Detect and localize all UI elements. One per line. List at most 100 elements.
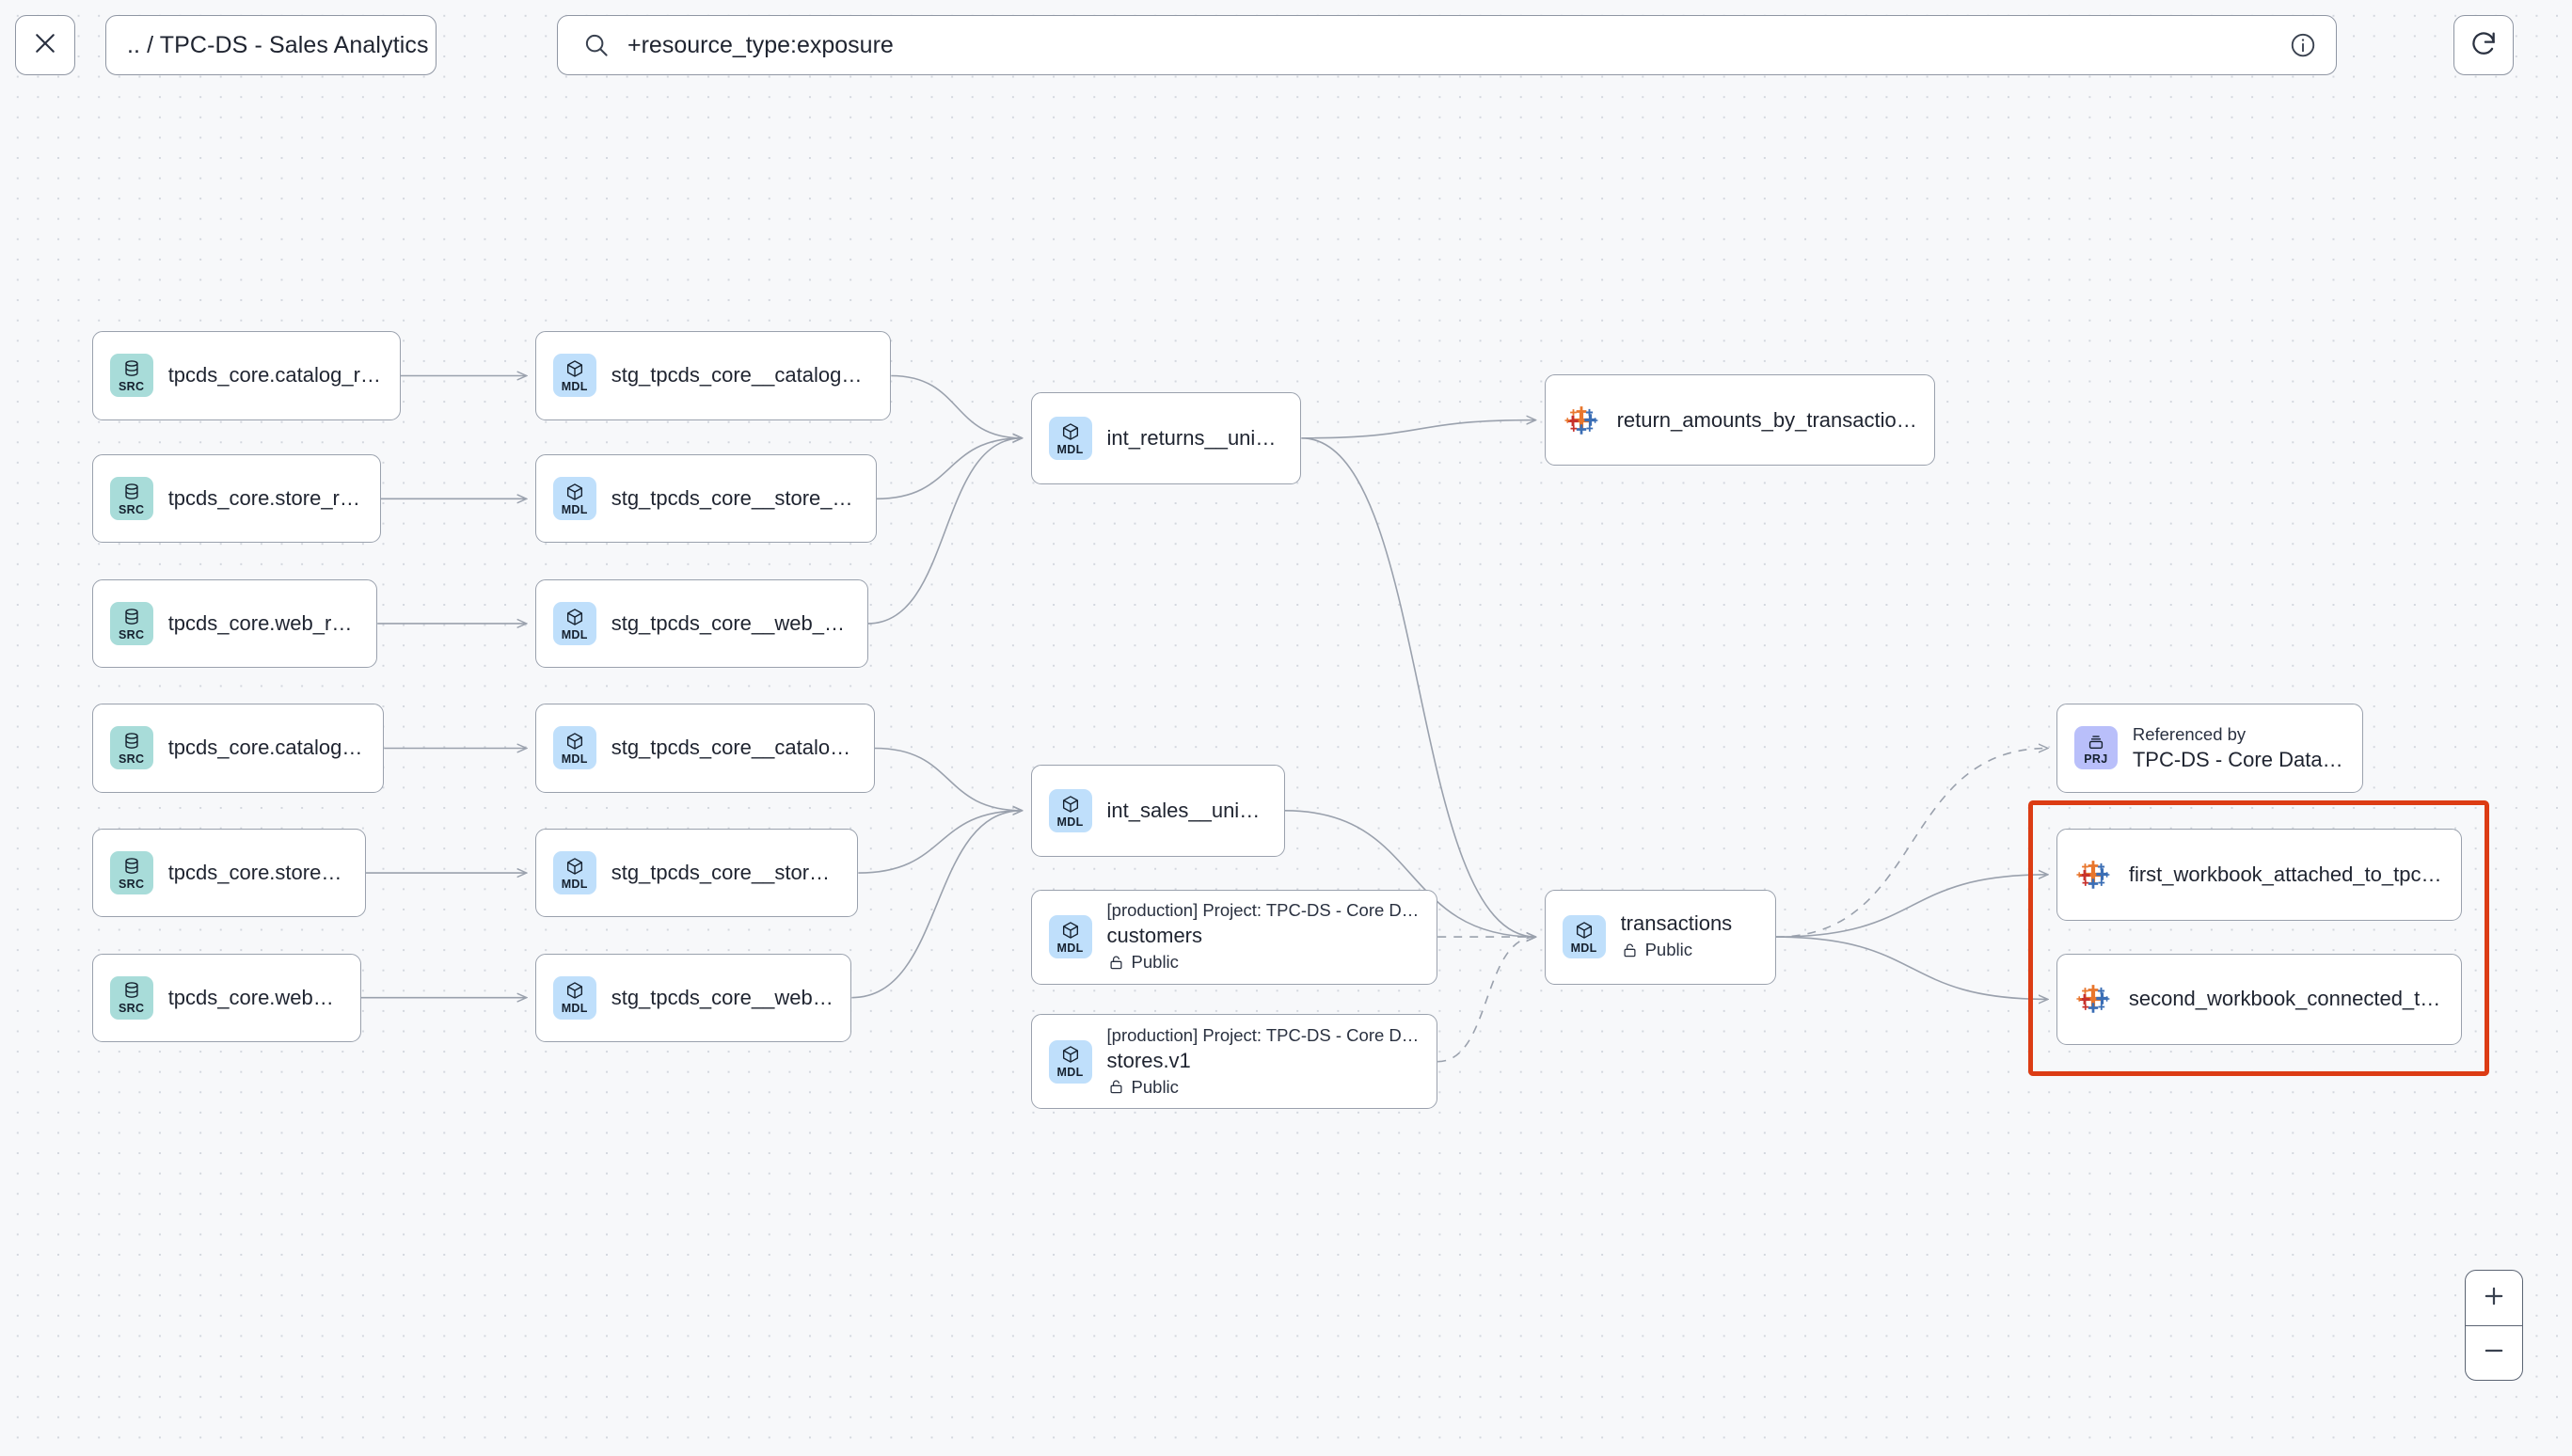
refresh-icon bbox=[2469, 28, 2499, 63]
graph-node-second-workbook[interactable]: second_workbook_connected_to_live… bbox=[2056, 953, 2462, 1046]
node-type-badge-mdl: MDL bbox=[552, 851, 596, 895]
node-visibility-label: Public bbox=[1131, 952, 1179, 973]
node-title: stores.v1 bbox=[1106, 1048, 1191, 1072]
node-type-badge-src: SRC bbox=[109, 851, 153, 895]
close-button[interactable] bbox=[15, 15, 75, 75]
node-type-badge-label: PRJ bbox=[2084, 752, 2108, 767]
unlocked-icon bbox=[1107, 1078, 1125, 1096]
graph-edge bbox=[851, 811, 1022, 999]
tableau-icon bbox=[2074, 856, 2112, 894]
node-body: int_sales__unioned bbox=[1107, 799, 1267, 823]
node-title: tpcds_core.catalog_sales bbox=[167, 736, 367, 760]
cube-icon bbox=[1060, 421, 1081, 442]
graph-node-src-store-returns[interactable]: SRC tpcds_core.store_returns bbox=[91, 454, 381, 544]
node-type-badge-mdl: MDL bbox=[552, 477, 596, 521]
node-type-badge-mdl: MDL bbox=[552, 354, 596, 398]
database-icon bbox=[121, 856, 142, 877]
node-title: transactions bbox=[1620, 911, 1733, 936]
graph-edge bbox=[858, 811, 1022, 874]
node-type-badge-mdl: MDL bbox=[552, 601, 596, 645]
node-type-badge-label: MDL bbox=[561, 503, 588, 517]
node-type-badge-label: MDL bbox=[1056, 1066, 1084, 1080]
node-visibility: Public bbox=[1107, 950, 1421, 974]
graph-node-first-workbook[interactable]: first_workbook_attached_to_tpc-ds_-_… bbox=[2056, 828, 2462, 921]
node-body: return_amounts_by_transaction_type bbox=[1617, 408, 1917, 433]
graph-node-stores-v1[interactable]: MDL [production] Project: TPC-DS - Core D… bbox=[1030, 1014, 1438, 1110]
node-body: stg_tpcds_core__web_sales bbox=[611, 986, 834, 1010]
node-body: int_returns__unioned bbox=[1107, 426, 1284, 451]
node-body: tpcds_core.catalog_returns bbox=[168, 363, 383, 388]
search-input[interactable]: +resource_type:exposure bbox=[557, 15, 2337, 75]
graph-edge bbox=[1301, 436, 1535, 937]
node-body: stg_tpcds_core__store_sales bbox=[611, 861, 841, 885]
node-type-badge-label: MDL bbox=[561, 877, 588, 891]
node-type-badge-label: MDL bbox=[561, 627, 588, 641]
bottom-toolbar: Lenses Resource type bbox=[0, 1343, 2572, 1456]
database-icon bbox=[121, 482, 142, 502]
info-icon[interactable] bbox=[2289, 31, 2317, 59]
cube-icon bbox=[564, 731, 585, 752]
node-title: stg_tpcds_core__web_returns bbox=[611, 610, 850, 635]
cube-icon bbox=[564, 482, 585, 502]
node-type-badge-label: MDL bbox=[1570, 941, 1597, 955]
cube-icon bbox=[1574, 920, 1595, 941]
node-subtitle: Referenced by bbox=[2132, 724, 2247, 745]
refresh-button[interactable] bbox=[2453, 15, 2514, 75]
node-body: tpcds_core.catalog_sales bbox=[168, 736, 367, 760]
node-type-badge-label: MDL bbox=[1056, 941, 1084, 955]
cube-icon bbox=[1060, 794, 1081, 815]
unlocked-icon bbox=[1621, 942, 1639, 959]
graph-node-stg-web-returns[interactable]: MDL stg_tpcds_core__web_returns bbox=[534, 578, 868, 668]
graph-node-stg-store-sales[interactable]: MDL stg_tpcds_core__store_sales bbox=[534, 828, 859, 918]
node-title: stg_tpcds_core__store_sales bbox=[611, 861, 841, 885]
node-type-badge-src: SRC bbox=[109, 601, 153, 645]
graph-node-customers[interactable]: MDL [production] Project: TPC-DS - Core D… bbox=[1030, 889, 1438, 985]
breadcrumb[interactable]: .. / TPC-DS - Sales Analytics bbox=[105, 15, 437, 75]
tableau-icon bbox=[2074, 980, 2112, 1018]
close-icon bbox=[31, 29, 59, 62]
node-type-badge-label: SRC bbox=[119, 1002, 145, 1016]
node-type-badge-src: SRC bbox=[109, 726, 153, 770]
node-type-badge-label: SRC bbox=[119, 503, 145, 517]
node-type-badge-src: SRC bbox=[109, 975, 153, 1020]
node-body: Referenced by TPC-DS - Core Data Models bbox=[2133, 723, 2345, 772]
cube-icon bbox=[564, 980, 585, 1001]
database-icon bbox=[121, 358, 142, 379]
search-value[interactable]: +resource_type:exposure bbox=[627, 31, 894, 58]
graph-node-src-catalog-sales[interactable]: SRC tpcds_core.catalog_sales bbox=[91, 704, 385, 793]
node-type-badge-mdl: MDL bbox=[552, 726, 596, 770]
graph-node-int-returns-unioned[interactable]: MDL int_returns__unioned bbox=[1030, 391, 1302, 484]
zoom-out-button[interactable] bbox=[2466, 1325, 2522, 1380]
node-body: [production] Project: TPC-DS - Core Data… bbox=[1107, 1024, 1421, 1100]
node-body: second_workbook_connected_to_live… bbox=[2129, 987, 2444, 1011]
cube-icon bbox=[564, 856, 585, 877]
graph-edge bbox=[1775, 875, 2048, 938]
node-body: tpcds_core.store_returns bbox=[168, 486, 363, 511]
node-type-badge-mdl: MDL bbox=[1048, 416, 1092, 460]
node-body: stg_tpcds_core__web_returns bbox=[611, 611, 850, 636]
graph-node-return-amounts[interactable]: return_amounts_by_transaction_type bbox=[1544, 373, 1935, 467]
node-subtitle: [production] Project: TPC-DS - Core Data… bbox=[1106, 900, 1421, 921]
node-title: TPC-DS - Core Data Models bbox=[2132, 748, 2345, 772]
node-type-badge-mdl: MDL bbox=[1048, 915, 1092, 959]
node-type-badge-prj: PRJ bbox=[2073, 726, 2118, 770]
node-type-badge-label: SRC bbox=[119, 752, 145, 767]
cube-icon bbox=[564, 607, 585, 627]
node-visibility-label: Public bbox=[1131, 1076, 1179, 1097]
node-type-badge-label: MDL bbox=[561, 380, 588, 394]
graph-node-referenced-by-project[interactable]: PRJ Referenced by TPC-DS - Core Data Model… bbox=[2056, 704, 2364, 793]
node-title: return_amounts_by_transaction_type bbox=[1616, 407, 1917, 432]
zoom-in-button[interactable] bbox=[2466, 1271, 2522, 1325]
zoom-controls bbox=[2465, 1270, 2523, 1381]
